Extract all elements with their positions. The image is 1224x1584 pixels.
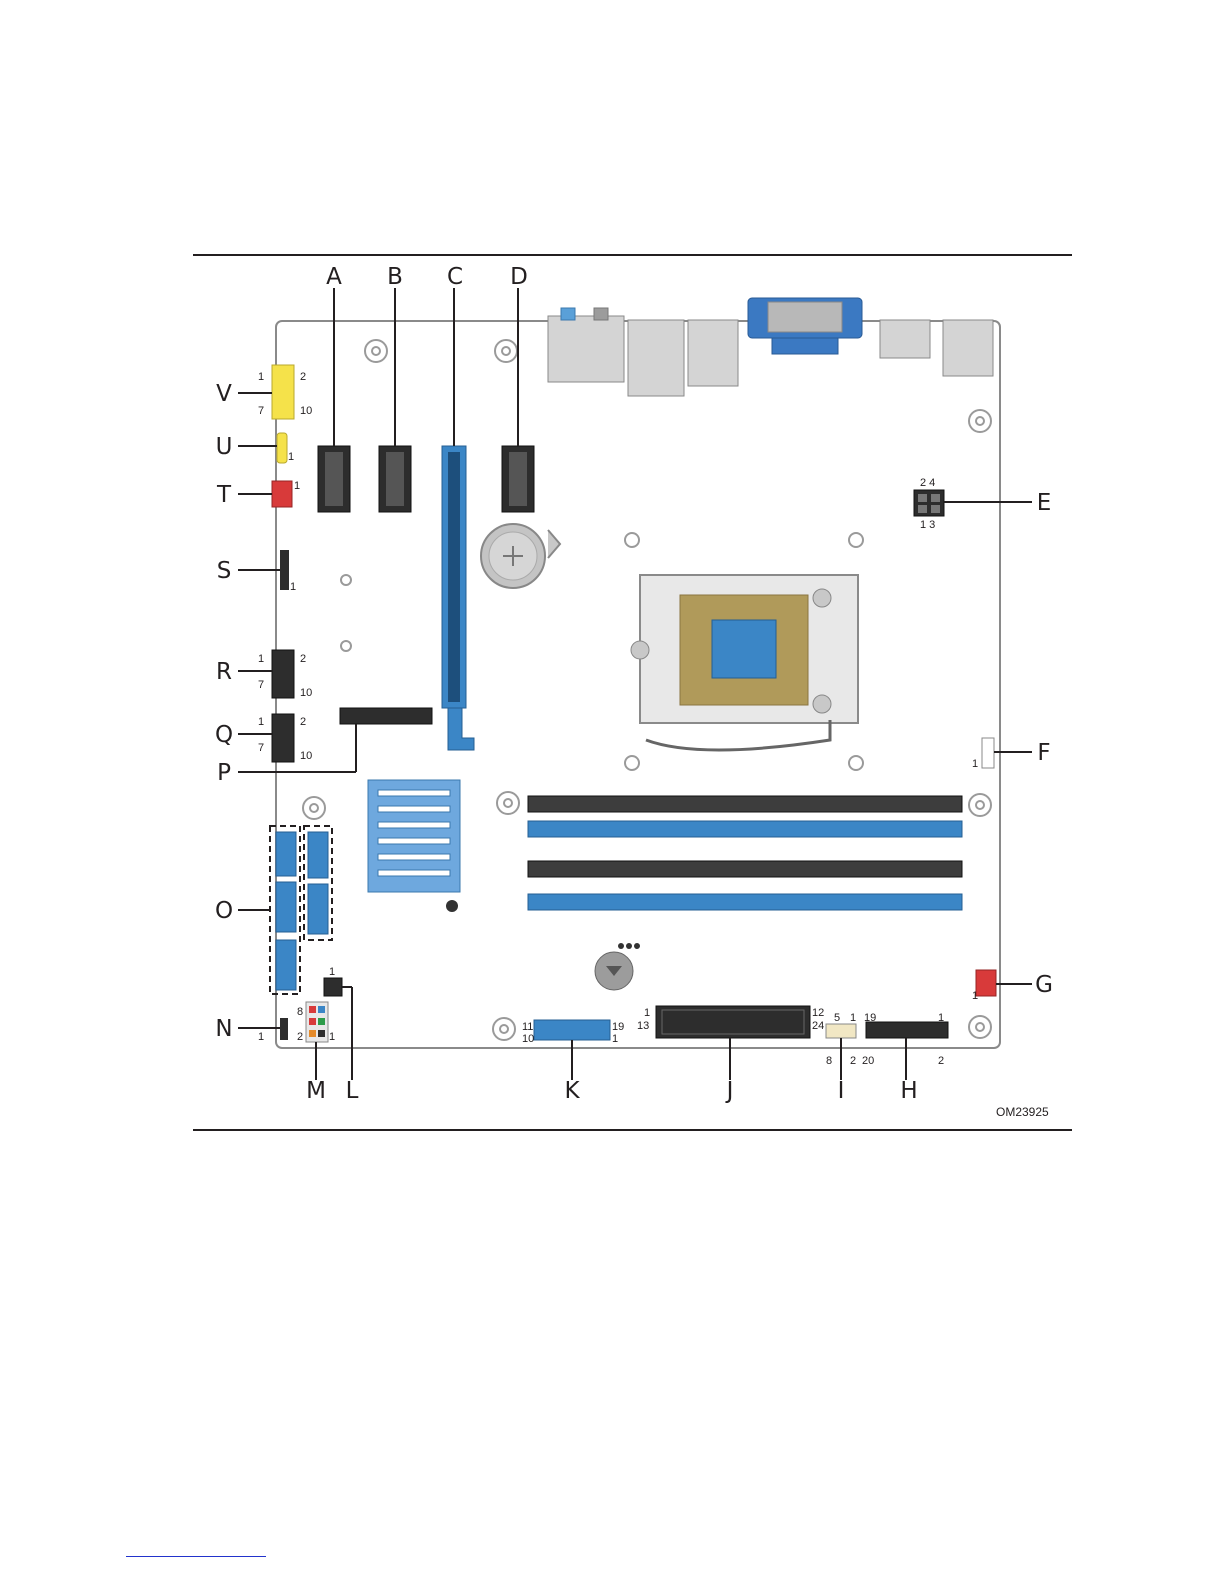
- callout-F: F: [1037, 740, 1050, 766]
- header-V: [272, 365, 294, 419]
- pin-label-M-8: 8: [297, 1006, 303, 1018]
- pin-label-Q-1: 1: [258, 716, 264, 728]
- pin-label-Q-10: 10: [300, 750, 312, 762]
- pin-label-K-10: 10: [522, 1033, 534, 1045]
- board-outline: [276, 321, 1000, 1048]
- connector-F: [982, 738, 994, 768]
- connector-E: [914, 490, 944, 516]
- callout-I: I: [838, 1078, 845, 1104]
- callout-B: B: [387, 264, 403, 290]
- pin-label-I-8: 8: [826, 1055, 832, 1067]
- header-R: [272, 650, 294, 698]
- callout-H: H: [900, 1078, 917, 1104]
- pin-label-M-2: 2: [297, 1031, 303, 1043]
- pin-label-K-1: 1: [612, 1033, 618, 1045]
- pin-label-K-11: 11: [522, 1021, 533, 1033]
- pin-label-M-1: 1: [329, 1031, 335, 1043]
- atx-power-J: [656, 1006, 810, 1038]
- mini-pcie-slot: [340, 708, 432, 724]
- callout-N: N: [215, 1016, 232, 1042]
- pin-label-J-1: 1: [644, 1007, 650, 1019]
- pin-label-I-5: 5: [834, 1012, 840, 1024]
- pin-label-H-20: 20: [862, 1055, 874, 1067]
- pin-label-G-1: 1: [972, 990, 978, 1002]
- pin-label-J-24: 24: [812, 1020, 824, 1032]
- pin-label-N-1: 1: [258, 1031, 264, 1043]
- header-L: [324, 978, 342, 996]
- callout-L: L: [346, 1078, 359, 1104]
- callout-S: S: [217, 558, 232, 584]
- pin-label-S-1: 1: [290, 581, 296, 593]
- callout-P: P: [217, 760, 231, 786]
- header-Q: [272, 714, 294, 762]
- pin-label-I-2: 2: [850, 1055, 856, 1067]
- pin-label-K-19: 19: [612, 1021, 624, 1033]
- header-N: [280, 1018, 288, 1040]
- pin-label-V-10: 10: [300, 405, 312, 417]
- footnote-separator: [126, 1556, 266, 1557]
- figure-reference-code: OM23925: [996, 1105, 1049, 1119]
- header-T: [272, 481, 292, 507]
- pin-label-R-1: 1: [258, 653, 264, 665]
- callout-U: U: [216, 434, 233, 460]
- pin-label-J-12: 12: [812, 1007, 824, 1019]
- callout-V: V: [216, 381, 232, 407]
- header-U: [277, 433, 287, 463]
- pin-label-U-1: 1: [288, 451, 294, 463]
- callout-T: T: [216, 482, 232, 508]
- pin-label-V-2: 2: [300, 371, 306, 383]
- callout-E: E: [1037, 490, 1052, 516]
- cpu-socket: [631, 575, 858, 750]
- callout-K: K: [564, 1078, 580, 1104]
- header-M: [306, 1002, 328, 1042]
- callout-Q: Q: [215, 722, 233, 748]
- heatsink-pin: [446, 900, 458, 912]
- callout-G: G: [1035, 972, 1053, 998]
- pin-label-F-1: 1: [972, 758, 978, 770]
- pin-label-V-7: 7: [258, 405, 264, 417]
- chipset-heatsink: [368, 780, 460, 892]
- header-S: [280, 550, 289, 590]
- pin-label-R-2: 2: [300, 653, 306, 665]
- header-I: [826, 1024, 856, 1038]
- header-H: [866, 1022, 948, 1038]
- callout-A: A: [326, 264, 342, 290]
- connector-G: [976, 970, 996, 996]
- callout-R: R: [216, 659, 232, 685]
- pin-label-J-13: 13: [637, 1020, 649, 1032]
- callout-J: J: [725, 1078, 734, 1104]
- pin-label-V-1: 1: [258, 371, 264, 383]
- callout-O: O: [215, 898, 233, 924]
- header-K: [534, 1020, 610, 1040]
- callout-D: D: [510, 264, 528, 290]
- callout-M: M: [306, 1078, 326, 1104]
- pin-label-Q-7: 7: [258, 742, 264, 754]
- pin-label-I-1: 1: [850, 1012, 856, 1024]
- pin-label-R-10: 10: [300, 687, 312, 699]
- pin-label-E-bottom: 1 3: [920, 519, 935, 531]
- pin-label-E-top: 2 4: [920, 477, 935, 489]
- pin-label-H-19: 19: [864, 1012, 876, 1024]
- pin-label-Q-2: 2: [300, 716, 306, 728]
- callout-C: C: [447, 264, 463, 290]
- pin-label-T-1: 1: [294, 480, 300, 492]
- pin-label-H-2: 2: [938, 1055, 944, 1067]
- pin-label-R-7: 7: [258, 679, 264, 691]
- pin-label-L-1: 1: [329, 966, 335, 978]
- pin-label-H-1: 1: [938, 1012, 944, 1024]
